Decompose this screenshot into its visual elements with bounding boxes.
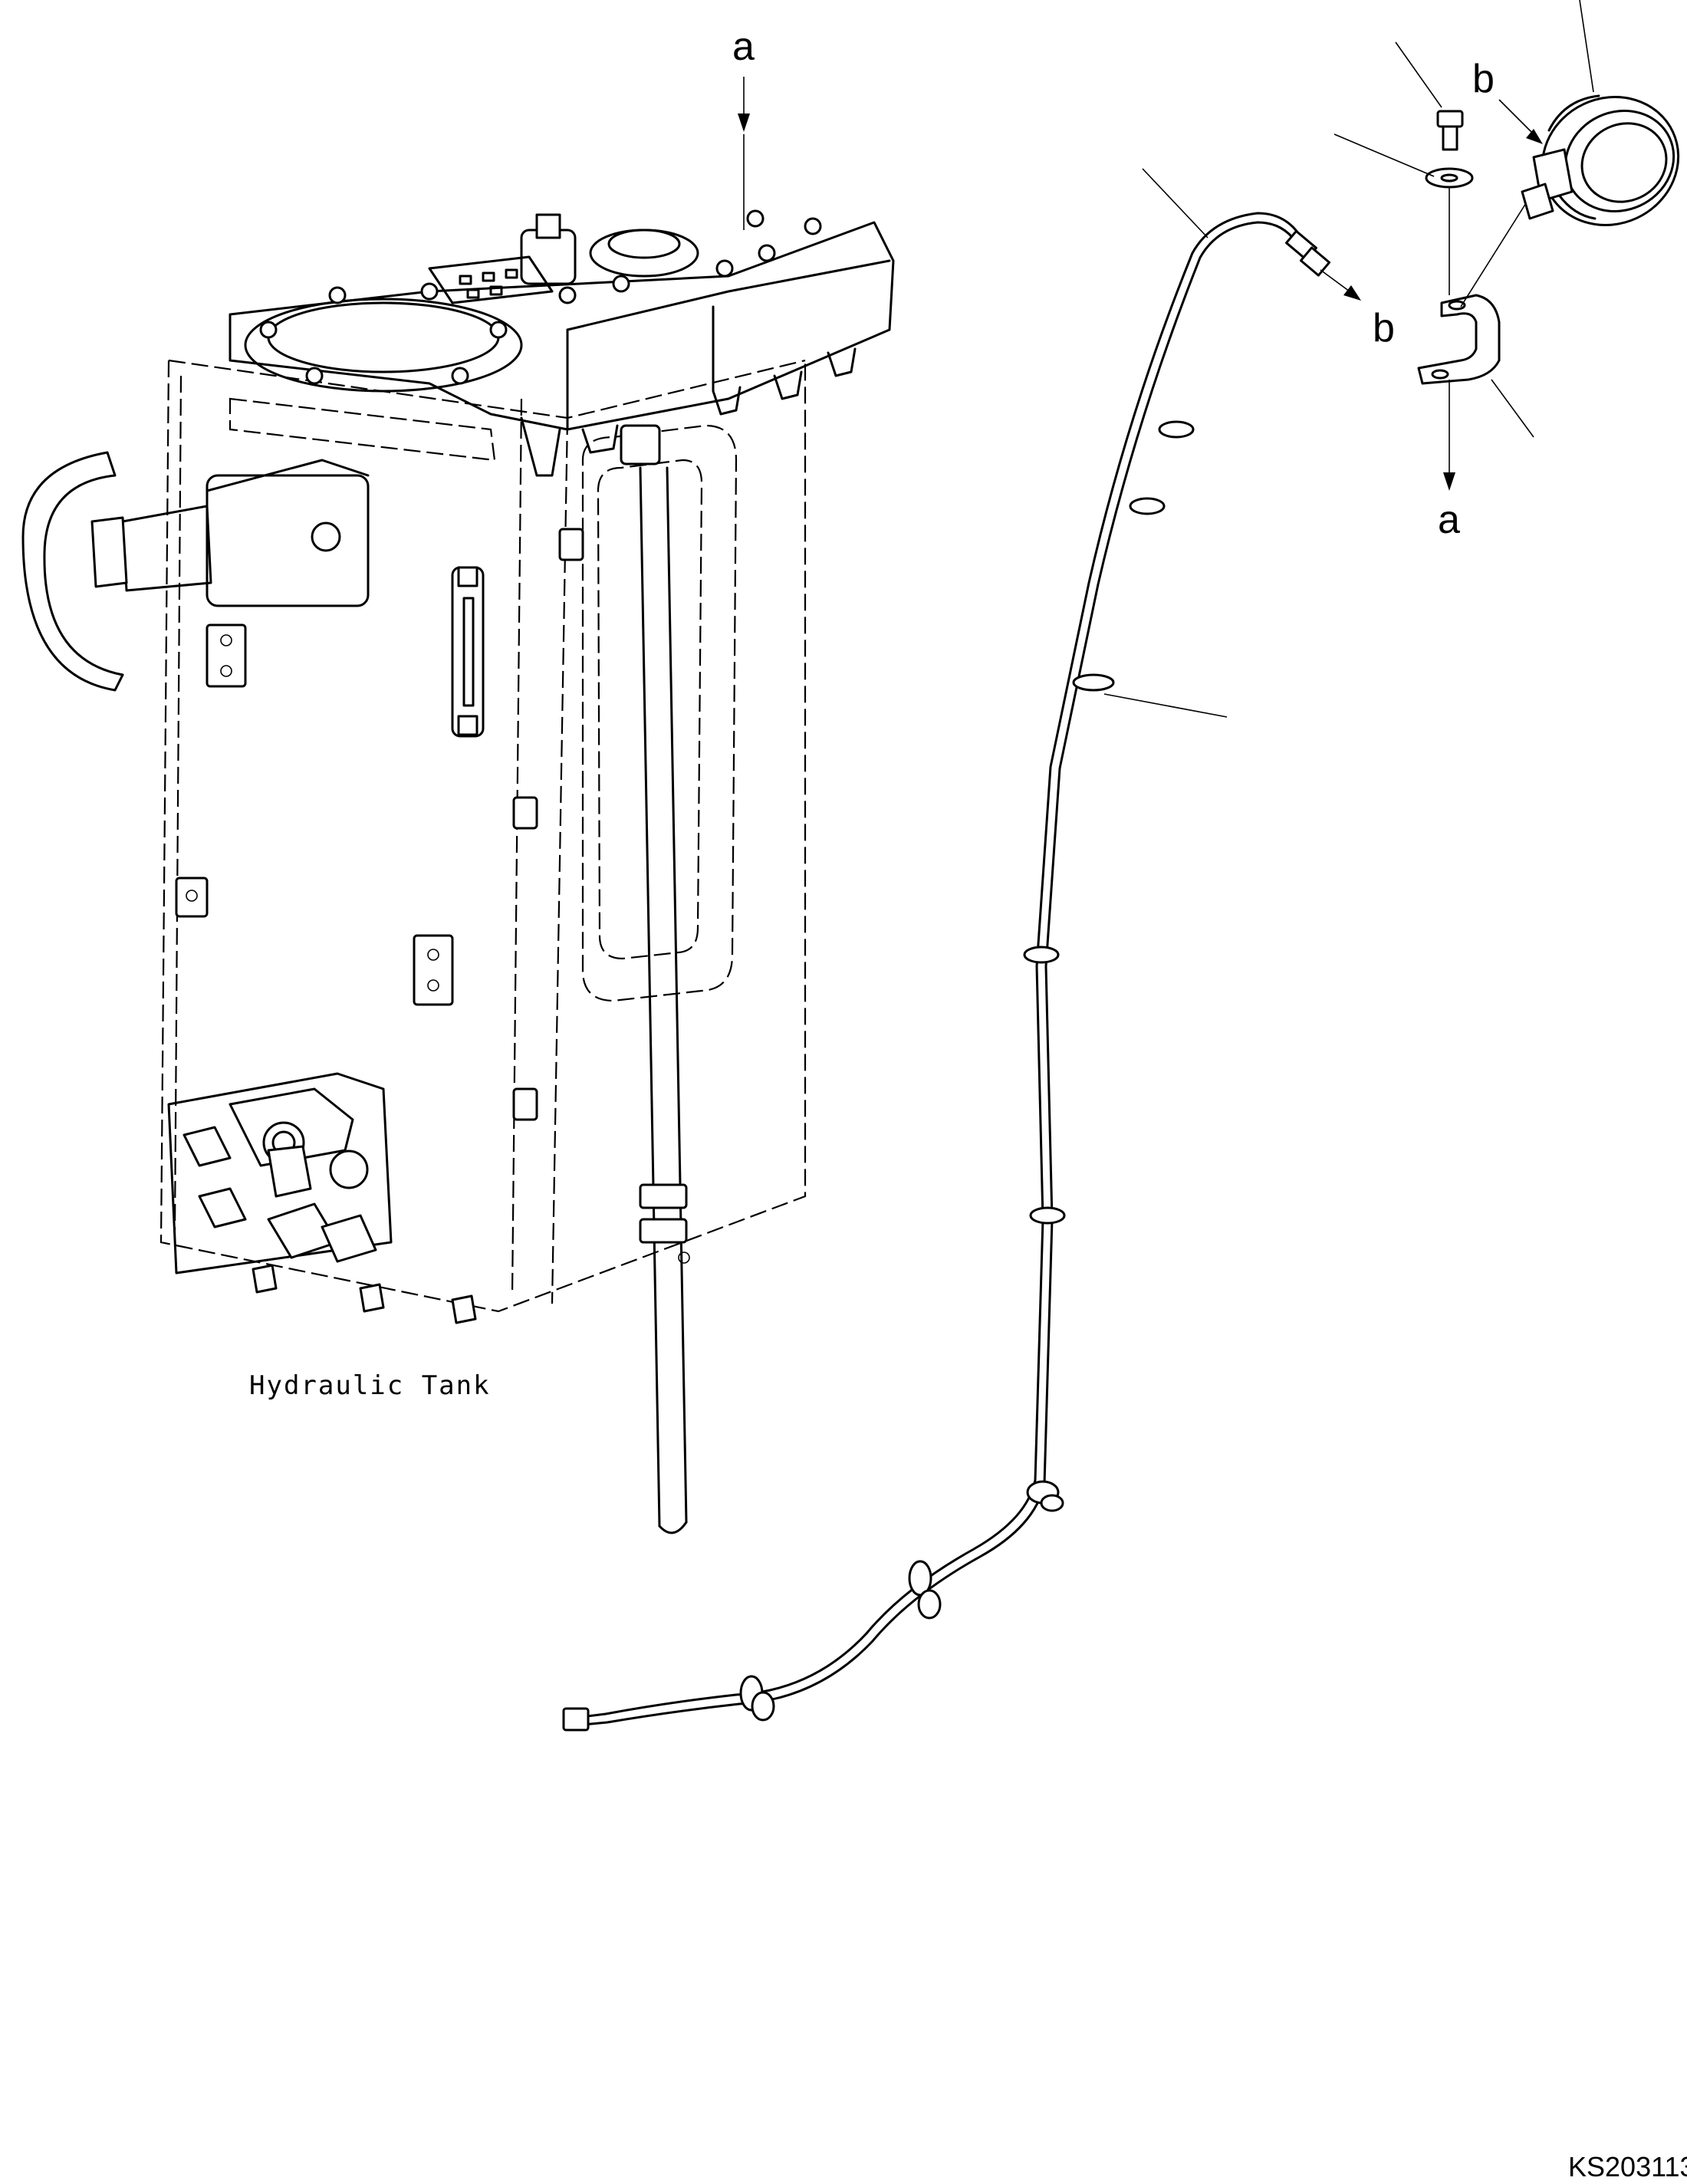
label-a-top: a [732, 25, 755, 69]
cable-clip [1072, 673, 1115, 692]
drawing-code: KS203113 [1568, 2151, 1687, 2182]
work-lamp-assembly [1417, 94, 1680, 385]
cable-clip [1029, 1206, 1066, 1225]
label-b-lamp: b [1472, 57, 1495, 101]
hydraulic-tank-label: Hydraulic Tank [249, 1370, 491, 1401]
hydraulic-tank [21, 209, 895, 1534]
harness-plug [562, 1707, 590, 1732]
cable-clip [1158, 420, 1195, 439]
cable-clip [1023, 946, 1060, 964]
mounting-bolt [1436, 110, 1464, 151]
lamp-bracket [1417, 294, 1501, 385]
arrow-b [1526, 129, 1543, 144]
leader-lines [738, 0, 1594, 718]
label-b-connector: b [1373, 306, 1395, 350]
washer [1425, 167, 1474, 189]
label-a-right: a [1438, 498, 1460, 542]
arrow-a-down [738, 113, 750, 132]
cable-clip [1129, 497, 1166, 515]
arrow-a-down [1443, 472, 1455, 491]
work-lamp [1521, 94, 1680, 226]
wiring-harness [562, 212, 1331, 1732]
arrow-b [1343, 285, 1361, 301]
